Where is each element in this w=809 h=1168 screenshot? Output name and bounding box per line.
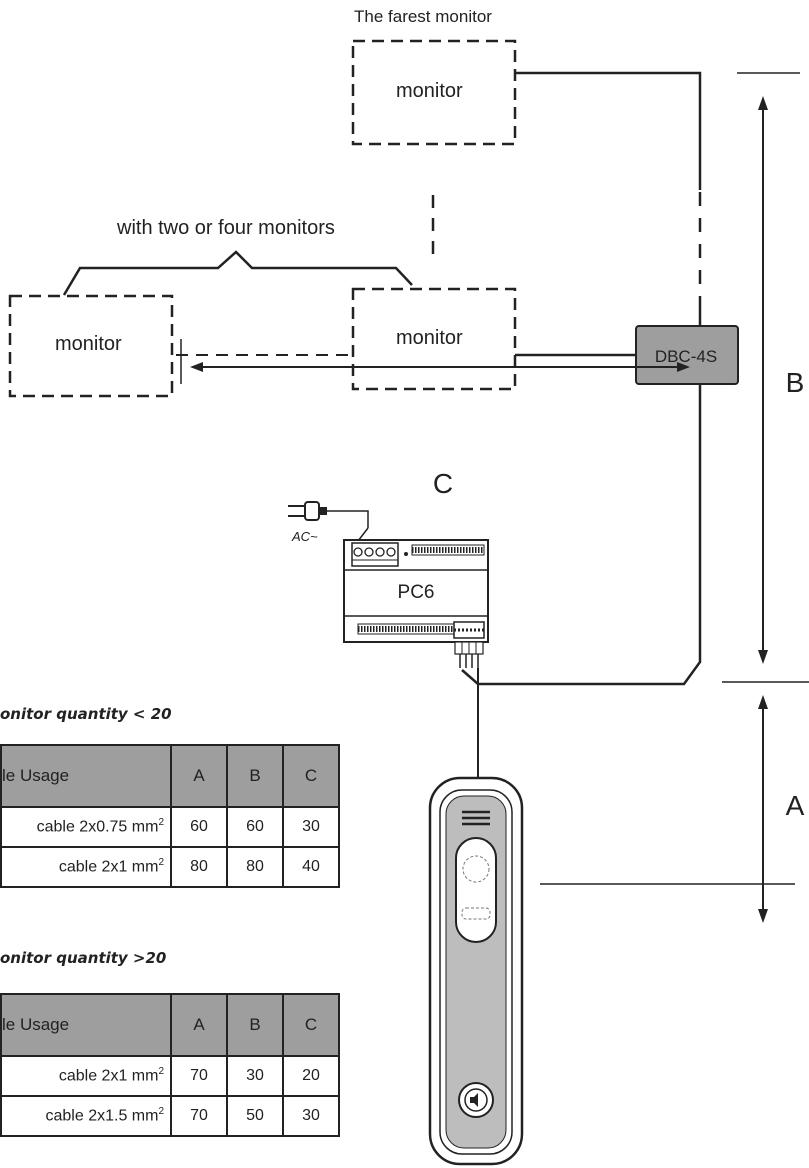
dimension-b-arrow-bottom [758,650,768,664]
header-cell: A [170,744,228,808]
table-2-condition: onitor quantity >20 [0,949,167,967]
value-c-cell: 30 [282,806,340,848]
header-cell: le Usage [0,993,172,1057]
header-cell: A [170,993,228,1057]
cable-usage-table-1: le Usage A B C cable 2x0.75 mm2 60 60 30… [0,744,340,888]
door-station [428,776,524,1166]
value-b-cell: 50 [226,1095,284,1137]
dimension-a-label: A [786,790,805,821]
table-row: cable 2x1 mm2 70 30 20 [0,1055,340,1097]
group-brace [62,250,413,296]
header-cell: B [226,744,284,808]
value-a-cell: 60 [170,806,228,848]
header-cell: C [282,744,340,808]
cable-cell: cable 2x1 mm2 [0,1055,172,1097]
left-monitor-text: monitor [55,333,122,355]
table-header-row: le Usage A B C [0,993,340,1057]
distributor-box [635,325,739,385]
cable-usage-table-2: le Usage A B C cable 2x1 mm2 70 30 20 ca… [0,993,340,1137]
cable-cell: cable 2x0.75 mm2 [0,806,172,848]
dimension-c-arrow-left [190,362,203,372]
right-monitor-text: monitor [396,327,463,349]
value-c-cell: 30 [282,1095,340,1137]
bus-line-top [515,71,702,190]
farest-monitor-text: monitor [396,80,463,102]
power-supply-unit [343,539,489,668]
header-cell: le Usage [0,744,172,808]
bus-line-bottom [461,384,702,686]
table-row: cable 2x0.75 mm2 60 60 30 [0,806,340,848]
value-c-cell: 20 [282,1055,340,1097]
dimension-a-arrow-bottom [758,909,768,923]
table-1-condition: onitor quantity < 20 [0,705,172,723]
value-a-cell: 70 [170,1095,228,1137]
dimension-c-label: C [433,468,453,499]
power-plug-icon [288,501,369,542]
value-a-cell: 80 [170,846,228,888]
power-supply-label: PC6 [398,582,435,603]
header-cell: B [226,993,284,1057]
cable-cell: cable 2x1 mm2 [0,846,172,888]
left-monitor-box [8,294,174,398]
table-row: cable 2x1.5 mm2 70 50 30 [0,1095,340,1137]
value-a-cell: 70 [170,1055,228,1097]
right-monitor-box [351,287,517,391]
value-c-cell: 40 [282,846,340,888]
value-b-cell: 60 [226,806,284,848]
table-header-row: le Usage A B C [0,744,340,808]
group-label: with two or four monitors [116,217,335,239]
dimension-b-label: B [786,367,805,398]
dimension-c-arrow-right [677,362,690,372]
dimension-b-arrow-top [758,96,768,110]
value-b-cell: 80 [226,846,284,888]
cable-cell: cable 2x1.5 mm2 [0,1095,172,1137]
farest-monitor-box [351,39,517,146]
dimension-a-arrow-top [758,695,768,709]
ac-label: AC~ [291,529,318,544]
header-cell: C [282,993,340,1057]
farest-monitor-label: The farest monitor [354,7,492,26]
value-b-cell: 30 [226,1055,284,1097]
distributor-text: DBC-4S [655,347,717,366]
table-row: cable 2x1 mm2 80 80 40 [0,846,340,888]
